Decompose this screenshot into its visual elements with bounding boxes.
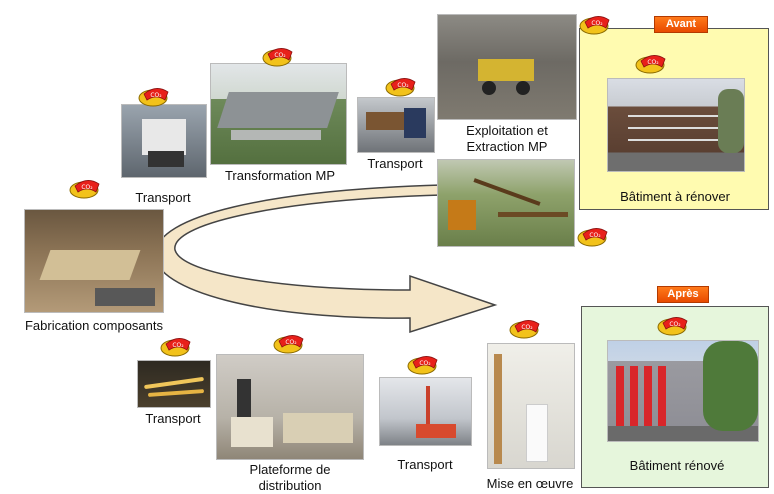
svg-text:CO₂: CO₂ <box>669 321 681 328</box>
co2-emission-icon: CO₂ <box>385 74 419 98</box>
svg-text:CO₂: CO₂ <box>419 360 431 367</box>
installation-worker-photo <box>487 343 575 469</box>
fabrication-workshop-photo <box>24 209 164 313</box>
transformation-label: Transformation MP <box>224 168 336 183</box>
building-before-photo <box>607 78 745 172</box>
co2-emission-icon: CO₂ <box>273 331 307 355</box>
after-caption: Bâtiment rénové <box>629 458 725 473</box>
co2-emission-icon: CO₂ <box>509 316 543 340</box>
svg-text:CO₂: CO₂ <box>150 92 162 99</box>
transport-logtruck-label: Transport <box>367 156 423 171</box>
plateforme-label: Plateforme de distribution <box>249 462 331 493</box>
mining-truck-photo <box>437 14 577 120</box>
co2-emission-icon: CO₂ <box>579 12 613 36</box>
svg-text:CO₂: CO₂ <box>172 342 184 349</box>
building-after-photo <box>607 340 759 442</box>
before-caption: Bâtiment à rénover <box>620 189 730 204</box>
cycle-arrow <box>154 184 498 334</box>
svg-text:CO₂: CO₂ <box>285 339 297 346</box>
svg-text:CO₂: CO₂ <box>589 232 601 239</box>
svg-text:CO₂: CO₂ <box>81 184 93 191</box>
transport-logtruck-photo <box>357 97 435 153</box>
co2-emission-icon: CO₂ <box>407 352 441 376</box>
exploitation-label: Exploitation et Extraction MP <box>466 123 548 154</box>
svg-text:CO₂: CO₂ <box>397 82 409 89</box>
before-tag: Avant <box>654 16 708 33</box>
fabrication-label: Fabrication composants <box>24 318 163 333</box>
svg-text:CO₂: CO₂ <box>274 52 286 59</box>
mise-en-oeuvre-label: Mise en œuvre <box>486 476 574 491</box>
distribution-warehouse-photo <box>216 354 364 460</box>
forestry-harvester-photo <box>437 159 575 247</box>
transport-lower-left-photo <box>137 360 211 408</box>
transport-crane-photo <box>379 377 472 446</box>
after-tag: Après <box>657 286 709 303</box>
co2-emission-icon: CO₂ <box>577 224 611 248</box>
co2-emission-icon: CO₂ <box>138 84 172 108</box>
transport-truck-label: Transport <box>135 190 191 205</box>
svg-text:CO₂: CO₂ <box>521 324 533 331</box>
transport-truck-photo <box>121 104 207 178</box>
co2-emission-icon: CO₂ <box>160 334 194 358</box>
co2-emission-icon: CO₂ <box>635 51 669 75</box>
transport-crane-label: Transport <box>397 457 453 472</box>
co2-emission-icon: CO₂ <box>262 44 296 68</box>
svg-text:CO₂: CO₂ <box>591 20 603 27</box>
transport-lower-left-label: Transport <box>145 411 201 426</box>
co2-emission-icon: CO₂ <box>69 176 103 200</box>
cycle-arrow-shape <box>154 184 498 334</box>
transformation-factory-photo <box>210 63 347 165</box>
co2-emission-icon: CO₂ <box>657 313 691 337</box>
svg-text:CO₂: CO₂ <box>647 59 659 66</box>
